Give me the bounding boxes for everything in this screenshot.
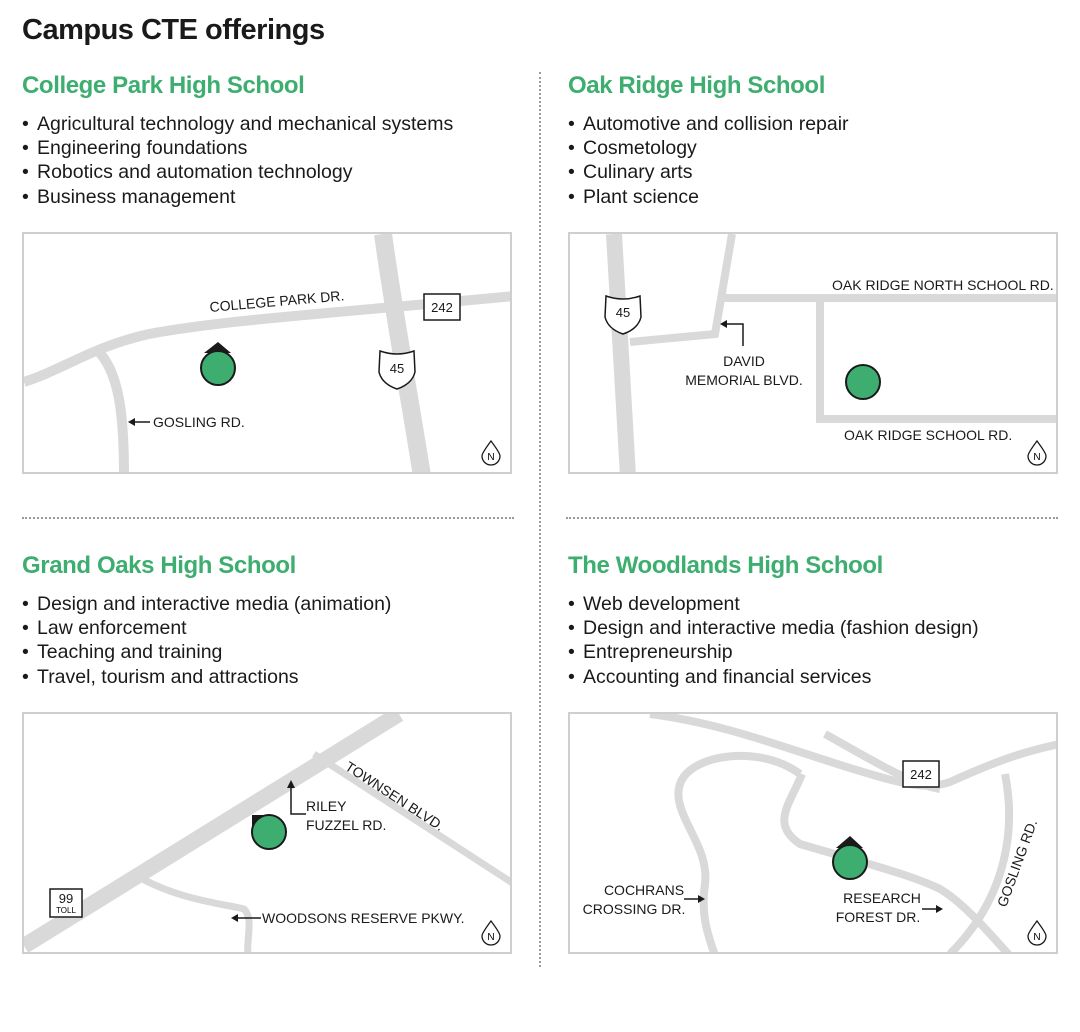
campus-map: COLLEGE PARK DR. 242 45 GOSLING RD. N — [22, 232, 512, 474]
offering-item: Cosmetology — [568, 136, 849, 160]
school-location-marker — [845, 364, 881, 400]
school-name: College Park High School — [22, 72, 305, 99]
road-label: RESEARCH — [843, 890, 921, 906]
highway-shield-242: 242 — [902, 760, 940, 788]
school-panel-college-park: College Park High School Agricultural te… — [22, 72, 522, 552]
arrow-right-icon — [922, 905, 943, 913]
campus-map: 242 COCHRANS CROSSING DR. RESEARCH FORES… — [568, 712, 1058, 954]
svg-text:N: N — [487, 932, 494, 943]
offering-item: Web development — [568, 592, 979, 616]
north-arrow-icon: N — [481, 439, 501, 466]
offering-item: Plant science — [568, 185, 849, 209]
offering-item: Accounting and financial services — [568, 665, 979, 689]
svg-text:N: N — [1033, 932, 1040, 943]
horizontal-divider-left — [22, 517, 514, 519]
north-arrow-icon: N — [481, 919, 501, 946]
school-name: The Woodlands High School — [568, 552, 883, 579]
offering-item: Robotics and automation technology — [22, 160, 453, 184]
arrow-right-icon — [684, 895, 705, 903]
road-label: WOODSONS RESERVE PKWY. — [262, 910, 465, 926]
road-label: MEMORIAL BLVD. — [685, 372, 802, 388]
svg-text:TOLL: TOLL — [56, 906, 76, 915]
offering-item: Design and interactive media (animation) — [22, 592, 391, 616]
road-label: FOREST DR. — [836, 909, 921, 925]
road-label: OAK RIDGE NORTH SCHOOL RD. — [832, 277, 1054, 293]
offerings-list: Design and interactive media (animation)… — [22, 592, 391, 689]
road-label: GOSLING RD. — [153, 414, 245, 430]
campus-map: OAK RIDGE NORTH SCHOOL RD. 45 DAVID MEMO… — [568, 232, 1058, 474]
page-title: Campus CTE offerings — [22, 14, 325, 46]
offering-item: Business management — [22, 185, 453, 209]
road-label: DAVID — [723, 353, 765, 369]
school-location-marker — [251, 814, 287, 850]
offering-item: Entrepreneurship — [568, 640, 979, 664]
offering-item: Engineering foundations — [22, 136, 453, 160]
school-panel-grand-oaks: Grand Oaks High School Design and intera… — [22, 552, 522, 1032]
school-name: Grand Oaks High School — [22, 552, 296, 579]
offerings-list: Web development Design and interactive m… — [568, 592, 979, 689]
horizontal-divider-right — [566, 517, 1058, 519]
offering-item: Automotive and collision repair — [568, 112, 849, 136]
offering-item: Agricultural technology and mechanical s… — [22, 112, 453, 136]
road-label: CROSSING DR. — [583, 901, 686, 917]
svg-text:45: 45 — [390, 361, 404, 376]
svg-text:N: N — [487, 452, 494, 463]
offering-item: Law enforcement — [22, 616, 391, 640]
offerings-list: Automotive and collision repair Cosmetol… — [568, 112, 849, 209]
north-arrow-icon: N — [1027, 919, 1047, 946]
school-name: Oak Ridge High School — [568, 72, 825, 99]
offerings-list: Agricultural technology and mechanical s… — [22, 112, 453, 209]
svg-text:242: 242 — [910, 767, 932, 782]
road-label: OAK RIDGE SCHOOL RD. — [844, 427, 1012, 443]
svg-text:N: N — [1033, 452, 1040, 463]
school-location-marker — [200, 342, 236, 386]
road-label: COCHRANS — [604, 882, 684, 898]
school-location-marker — [832, 836, 868, 880]
campus-map: TOWNSEN BLVD. RILEY FUZZEL RD. 99 TOLL W… — [22, 712, 512, 954]
arrow-up-left-icon — [720, 320, 744, 346]
offering-item: Teaching and training — [22, 640, 391, 664]
offering-item: Design and interactive media (fashion de… — [568, 616, 979, 640]
road-label: RILEY — [306, 798, 347, 814]
interstate-shield-45: 45 — [604, 294, 642, 335]
vertical-divider — [539, 72, 541, 967]
offering-item: Culinary arts — [568, 160, 849, 184]
interstate-shield-45: 45 — [378, 349, 416, 390]
arrow-left-icon — [128, 418, 150, 426]
road-label: FUZZEL RD. — [306, 817, 386, 833]
highway-shield-242: 242 — [423, 293, 461, 321]
toll-road-sign-99: 99 TOLL — [49, 888, 83, 918]
svg-text:242: 242 — [431, 300, 453, 315]
north-arrow-icon: N — [1027, 439, 1047, 466]
svg-text:45: 45 — [616, 305, 630, 320]
offering-item: Travel, tourism and attractions — [22, 665, 391, 689]
arrow-up-icon — [287, 780, 306, 815]
school-panel-the-woodlands: The Woodlands High School Web developmen… — [568, 552, 1068, 1032]
arrow-left-icon — [231, 914, 261, 922]
svg-text:99: 99 — [59, 891, 73, 906]
school-panel-oak-ridge: Oak Ridge High School Automotive and col… — [568, 72, 1068, 552]
